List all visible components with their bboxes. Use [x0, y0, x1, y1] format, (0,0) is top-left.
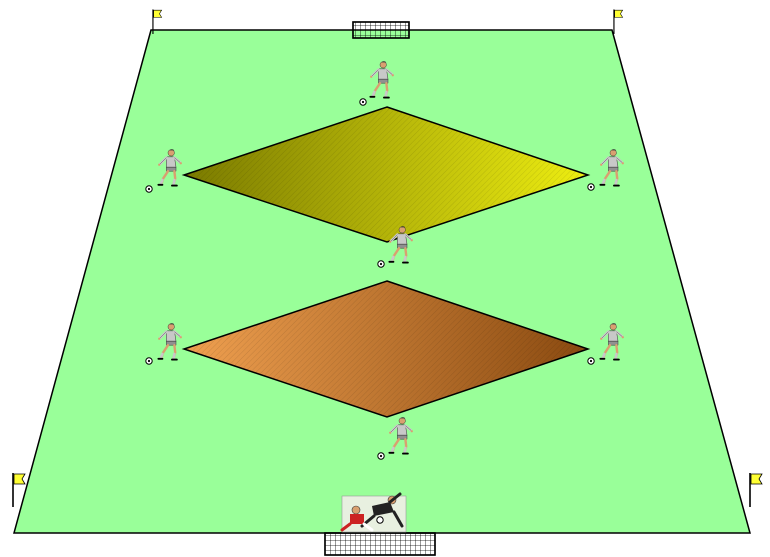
ball-icon — [377, 260, 385, 268]
corner-flag-icon — [749, 472, 763, 508]
corner-flag-icon — [613, 8, 624, 35]
ball-icon — [359, 98, 367, 106]
ball-icon — [145, 185, 153, 193]
bottom-goal-icon — [324, 532, 436, 556]
top-goal-icon — [352, 21, 410, 39]
ball-icon — [377, 452, 385, 460]
ball-icon — [587, 183, 595, 191]
ball-icon — [145, 357, 153, 365]
ball-icon — [587, 357, 595, 365]
goalkeeper-save-icon — [340, 492, 407, 533]
pitch — [13, 29, 751, 534]
